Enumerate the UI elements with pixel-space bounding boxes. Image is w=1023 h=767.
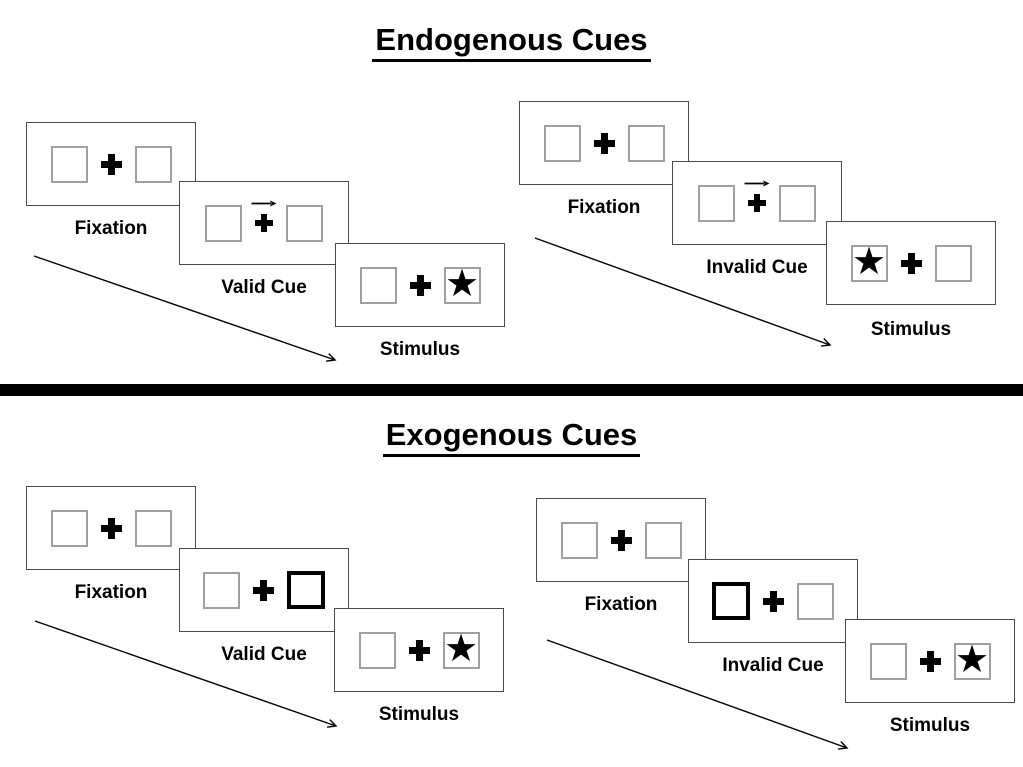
panel-label: Valid Cue [221,277,307,298]
panel-label: Stimulus [378,704,460,725]
stimulus-panel: ★ [335,243,505,327]
fixation-cross-icon [100,517,122,539]
timeline-arrow [34,620,338,728]
placeholder-box [134,145,172,183]
fixation-cross-icon [255,214,273,232]
section-divider [0,384,1023,396]
timeline-arrow [534,237,832,347]
placeholder-box [286,204,323,242]
placeholder-box [50,509,88,547]
placeholder-box [698,184,735,222]
panel-label: Fixation [74,218,148,239]
fixation-panel [519,101,689,185]
fixation-panel [26,122,196,206]
fixation-panel [26,486,196,570]
cue-panel [688,559,858,643]
placeholder-box [779,184,816,222]
placeholder-box [869,642,907,680]
panel-label: Stimulus [870,319,952,340]
fixation-cross-icon [748,194,766,212]
placeholder-box [203,571,240,609]
panel-label: Stimulus [889,715,971,736]
cue-arrow-icon [744,180,770,187]
stimulus-panel: ★ [845,619,1015,703]
placeholder-box [644,521,682,559]
fixation-cross-icon [409,274,431,296]
section-title-endogenous: Endogenous Cues [0,22,1023,62]
placeholder-box [205,204,242,242]
star-icon: ★ [954,639,990,681]
placeholder-box [543,124,581,162]
placeholder-box [934,244,972,282]
placeholder-box [358,631,396,669]
timeline-arrow [33,255,337,362]
cue-cross-group [744,180,770,212]
star-icon: ★ [851,241,887,283]
stimulus-box: ★ [443,263,481,305]
cue-cross-group [251,200,277,232]
exogenous-cue-box [287,571,325,609]
stimulus-box: ★ [953,639,991,681]
fixation-cross-icon [610,529,632,551]
cue-panel [672,161,842,245]
panel-label: Valid Cue [221,644,307,665]
placeholder-box [627,124,665,162]
star-icon: ★ [444,263,480,305]
fixation-panel [536,498,706,582]
fixation-cross-icon [408,639,430,661]
fixation-cross-icon [100,153,122,175]
fixation-cross-icon [763,590,784,612]
placeholder-box [797,582,834,620]
fixation-cross-icon [919,650,941,672]
stimulus-box: ★ [850,241,888,283]
placeholder-box [359,266,397,304]
panel-label: Invalid Cue [722,655,824,676]
panel-label: Fixation [584,594,658,615]
stimulus-box: ★ [442,628,480,670]
panel-label: Fixation [74,582,148,603]
panel-label: Invalid Cue [706,257,808,278]
fixation-cross-icon [900,252,922,274]
exogenous-cue-box [712,582,750,620]
stimulus-panel: ★ [826,221,996,305]
panel-label: Fixation [567,197,641,218]
star-icon: ★ [443,628,479,670]
cue-panel [179,548,349,632]
section-title-exogenous: Exogenous Cues [0,417,1023,457]
cue-panel [179,181,349,265]
stimulus-panel: ★ [334,608,504,692]
fixation-cross-icon [593,132,615,154]
timeline-arrow [546,639,849,750]
fixation-cross-icon [253,579,274,601]
placeholder-box [560,521,598,559]
panel-label: Stimulus [379,339,461,360]
cue-arrow-icon [251,200,277,207]
placeholder-box [134,509,172,547]
section-title-text: Endogenous Cues [372,22,651,62]
placeholder-box [50,145,88,183]
section-title-text: Exogenous Cues [382,417,641,457]
